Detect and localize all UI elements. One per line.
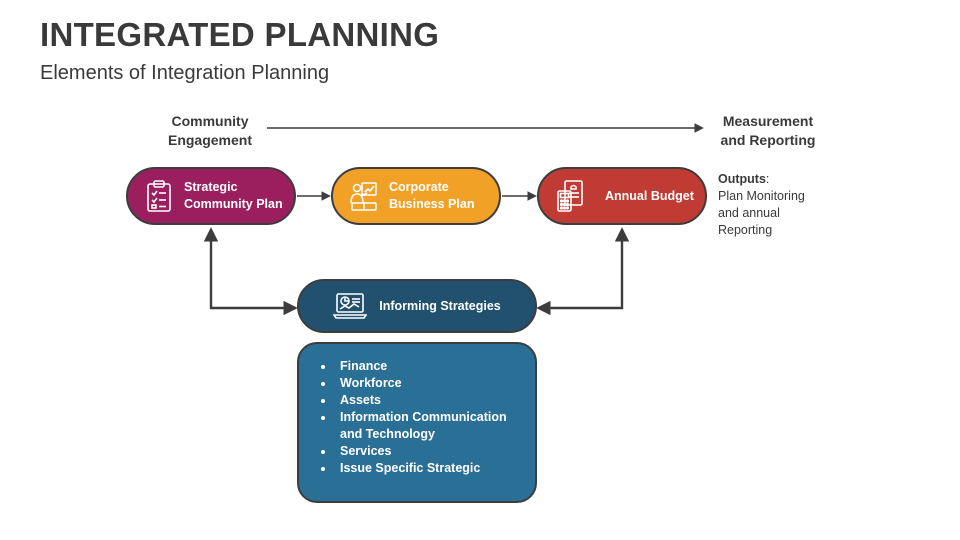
list-item: Information Communication and Technology <box>335 409 510 443</box>
list-item: Workforce <box>335 375 535 392</box>
flow-end-label: Measurement and Reporting <box>720 113 816 148</box>
step-label: Corporate Business Plan <box>389 180 475 211</box>
list-item: Services <box>335 443 535 460</box>
laptop-analytics-icon <box>332 291 368 321</box>
business-presentation-icon <box>349 179 379 213</box>
informing-strategies-list: Finance Workforce Assets Information Com… <box>297 342 537 503</box>
clipboard-checklist-icon <box>144 179 174 213</box>
informing-strategies: Informing Strategies <box>297 279 537 333</box>
page-subtitle: Elements of Integration Planning <box>40 62 330 84</box>
flow-start-label: Community Engagement <box>167 113 252 148</box>
outputs-text: Plan Monitoring and annual Reporting <box>718 189 805 237</box>
step-label: Strategic Community Plan <box>184 180 283 211</box>
step-annual-budget: Annual Budget <box>537 167 707 225</box>
informing-label: Informing Strategies <box>379 298 501 313</box>
step-corporate-business-plan: Corporate Business Plan <box>331 167 501 225</box>
list-item: Assets <box>335 392 535 409</box>
step-label: Annual Budget <box>605 188 694 203</box>
list-item: Finance <box>335 358 535 375</box>
arrow-strategies-to-budget <box>536 227 630 316</box>
step-strategic-community-plan: Strategic Community Plan <box>126 167 296 225</box>
page-title: INTEGRATED PLANNING <box>40 16 440 53</box>
outputs-label: Outputs <box>718 172 766 186</box>
calculator-document-icon <box>555 179 585 213</box>
list-item: Issue Specific Strategic <box>335 460 535 477</box>
outputs-note: Outputs: Plan Monitoring and annual Repo… <box>718 171 818 239</box>
arrow-strategies-to-plan <box>203 227 298 316</box>
